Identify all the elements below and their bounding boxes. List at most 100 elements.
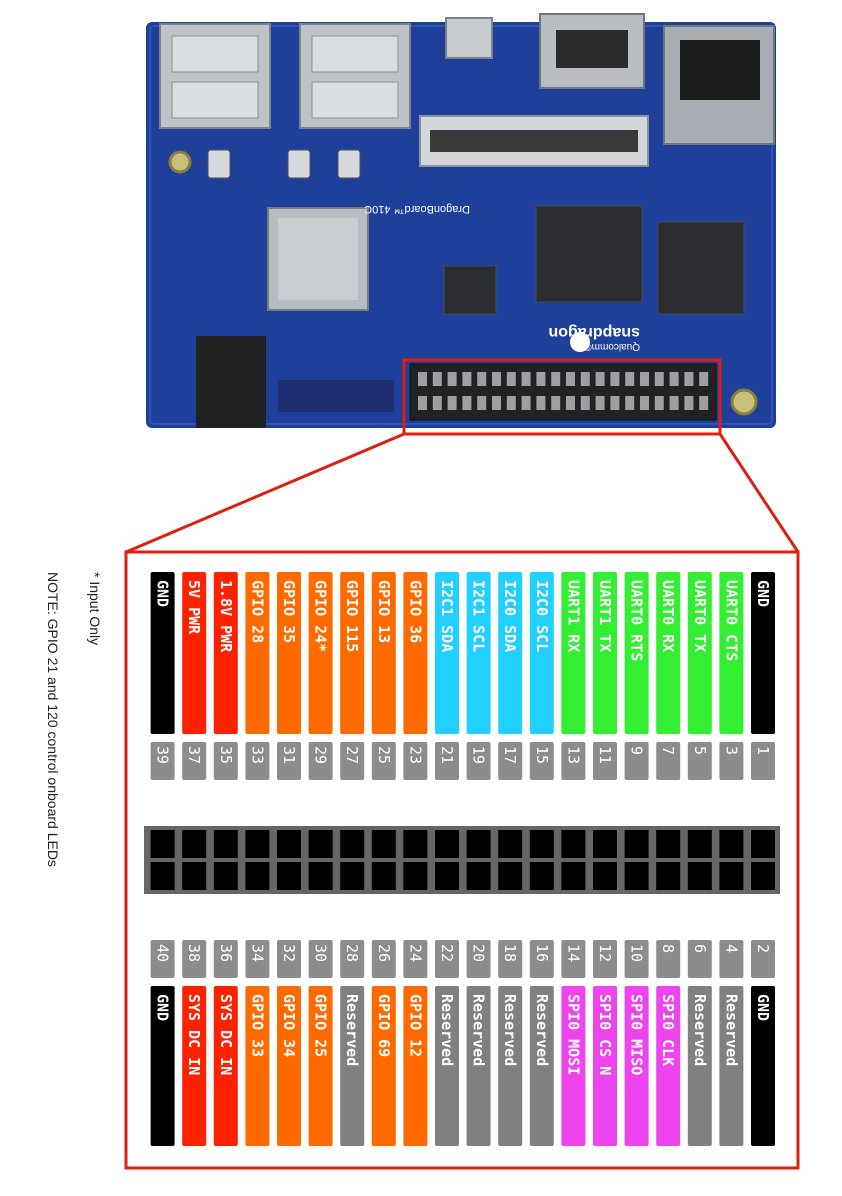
button-s3 xyxy=(337,149,361,179)
pin-label-box xyxy=(403,986,428,1146)
connector-pin xyxy=(595,372,605,386)
pin-number-31: 31 xyxy=(277,742,301,780)
header-pin xyxy=(656,830,681,858)
pin-label-31: GPIO 35 xyxy=(277,572,301,734)
header-pin xyxy=(593,862,617,890)
pin-number-text: 28 xyxy=(343,944,361,962)
pin-number-box xyxy=(751,940,775,978)
connector-pin xyxy=(625,396,635,410)
pin-number-text: 24 xyxy=(406,944,424,962)
pin-label-25: GPIO 13 xyxy=(371,572,396,734)
sd-card-slot xyxy=(663,25,775,145)
pin-number-text: 22 xyxy=(438,944,456,962)
led-note: NOTE: GPIO 21 and 120 control onboard LE… xyxy=(45,572,61,867)
pin-function-text: UART0 CTS xyxy=(722,580,740,661)
pin-function-text: Reserved xyxy=(533,994,551,1066)
button-s2 xyxy=(287,149,311,179)
header-pin xyxy=(466,862,491,890)
pin-number-box xyxy=(719,742,744,780)
pin-number-14: 14 xyxy=(561,940,586,978)
pin-number-box xyxy=(403,940,428,978)
pin-label-37: 5V PWR xyxy=(182,572,207,734)
pin-function-text: I2C1 SDA xyxy=(438,580,456,652)
pin-number-text: 38 xyxy=(185,944,203,962)
header-pin xyxy=(687,862,712,890)
pin-number-text: 33 xyxy=(248,746,266,764)
header-pin xyxy=(340,830,365,858)
pin-label-box xyxy=(498,572,523,734)
pin-function-text: GPIO 36 xyxy=(406,580,424,643)
pin-number-text: 21 xyxy=(438,746,456,764)
pin-number-text: 5 xyxy=(691,746,709,755)
header-pin xyxy=(751,830,775,858)
connector-pin xyxy=(432,372,442,386)
high-speed-connector xyxy=(419,115,649,167)
low-speed-connector xyxy=(409,363,717,421)
pin-number-29: 29 xyxy=(308,742,333,780)
connector-pin xyxy=(506,396,516,410)
pin-number-30: 30 xyxy=(308,940,333,978)
pin-label-12: SPI0 CS N xyxy=(593,986,617,1146)
connector-pin xyxy=(684,372,694,386)
pin-number-box xyxy=(277,742,301,780)
pin-number-box xyxy=(182,940,207,978)
pin-function-text: GPIO 69 xyxy=(375,994,393,1057)
pin-function-text: SYS DC IN xyxy=(185,994,203,1075)
header-pin xyxy=(561,862,586,890)
pin-label-6: Reserved xyxy=(687,986,712,1146)
pin-number-40: 40 xyxy=(150,940,175,978)
pin-function-text: SPI0 CLK xyxy=(659,994,677,1066)
header-pin xyxy=(435,862,459,890)
pin-number-box xyxy=(182,742,207,780)
pin-number-text: 1 xyxy=(754,746,772,755)
pin-number-text: 40 xyxy=(154,944,172,962)
pin-number-16: 16 xyxy=(529,940,554,978)
pin-number-box xyxy=(529,940,554,978)
connector-pin xyxy=(432,396,442,410)
pin-function-text: GPIO 115 xyxy=(343,580,361,652)
pin-number-6: 6 xyxy=(687,940,712,978)
pin-number-text: 32 xyxy=(280,944,298,962)
header-pin xyxy=(182,830,207,858)
pin-label-33: GPIO 28 xyxy=(245,572,270,734)
pin-label-box xyxy=(624,572,649,734)
header-pin xyxy=(277,830,301,858)
pin-label-box xyxy=(529,986,554,1146)
pin-label-box xyxy=(182,572,207,734)
pin-label-4: Reserved xyxy=(719,986,744,1146)
brand-logo-text: snapdragon xyxy=(548,324,640,341)
header-pin xyxy=(561,830,586,858)
pin-number-2: 2 xyxy=(751,940,775,978)
pin-function-text: GND xyxy=(754,580,772,607)
pin-function-text: GPIO 28 xyxy=(248,580,266,643)
pin-function-text: SPI0 CS N xyxy=(596,994,614,1075)
header-pin xyxy=(403,830,428,858)
header-pin xyxy=(529,830,554,858)
connector-pin xyxy=(536,396,546,410)
pin-label-5: UART0 TX xyxy=(687,572,712,734)
connector-pin xyxy=(669,396,679,410)
connector-pin xyxy=(462,396,472,410)
connector-pin xyxy=(566,396,575,410)
header-pin xyxy=(719,830,744,858)
pin-function-text: UART1 TX xyxy=(596,580,614,652)
pin-label-box xyxy=(150,572,175,734)
pin-number-text: 14 xyxy=(564,944,582,962)
pin-function-text: Reserved xyxy=(470,994,488,1066)
pin-label-11: UART1 TX xyxy=(593,572,617,734)
pin-number-text: 23 xyxy=(406,746,424,764)
pin-number-box xyxy=(624,940,649,978)
pin-number-text: 36 xyxy=(217,944,235,962)
header-pin xyxy=(593,830,617,858)
pin-number-box xyxy=(403,742,428,780)
pin-function-text: Reserved xyxy=(691,994,709,1066)
header-pin xyxy=(150,862,175,890)
pin-function-text: Reserved xyxy=(438,994,456,1066)
pin-function-text: GPIO 35 xyxy=(280,580,298,643)
pin-number-box xyxy=(340,742,365,780)
pin-label-29: GPIO 24* xyxy=(308,572,333,734)
pin-label-7: UART0 RX xyxy=(656,572,681,734)
pin-label-box xyxy=(308,572,333,734)
pin-number-22: 22 xyxy=(435,940,459,978)
